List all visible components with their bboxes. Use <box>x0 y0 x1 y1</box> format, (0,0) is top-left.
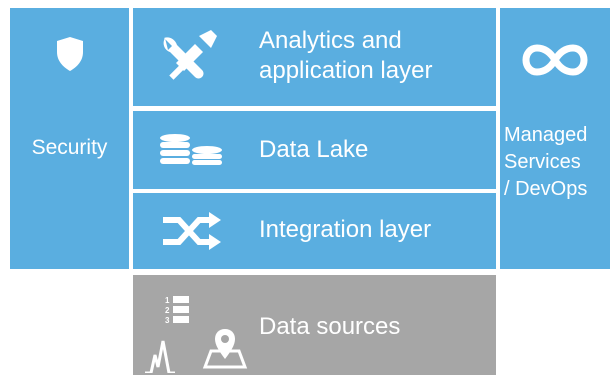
managed-label-line1: Managed <box>504 124 588 146</box>
managed-services-block: Managed Services / DevOps <box>500 8 610 269</box>
data-lake-label: Data Lake <box>259 136 369 163</box>
analytics-label-line2: application layer <box>259 57 433 84</box>
svg-text:1: 1 <box>165 296 170 305</box>
data-sources-label: Data sources <box>259 313 401 340</box>
managed-services-label: Managed Services / DevOps <box>504 122 610 203</box>
analytics-layer-block: Analytics and application layer <box>133 8 496 106</box>
map-pin-icon <box>202 329 248 369</box>
svg-text:3: 3 <box>165 316 170 325</box>
analytics-label-line1: Analytics and <box>259 27 402 54</box>
managed-label-line3: / DevOps <box>504 178 588 200</box>
integration-layer-block: Integration layer <box>133 193 496 269</box>
tools-icon <box>163 30 217 80</box>
data-sources-block: 1 2 3 Data sources <box>133 275 496 375</box>
security-block: Security <box>10 8 129 269</box>
infinity-icon <box>522 44 588 76</box>
security-label: Security <box>31 136 108 159</box>
managed-label-line2: Services <box>504 151 581 173</box>
svg-text:2: 2 <box>165 306 170 315</box>
shield-icon <box>57 37 83 71</box>
analytics-label: Analytics and application layer <box>259 26 432 86</box>
numbered-list-icon: 1 2 3 <box>165 296 189 325</box>
database-stack-icon <box>160 134 222 165</box>
waveform-icon <box>145 340 175 373</box>
data-lake-block: Data Lake <box>133 111 496 189</box>
data-sources-icons: 1 2 3 <box>145 296 248 373</box>
integration-label: Integration layer <box>259 216 432 243</box>
shuffle-icon <box>163 212 221 250</box>
